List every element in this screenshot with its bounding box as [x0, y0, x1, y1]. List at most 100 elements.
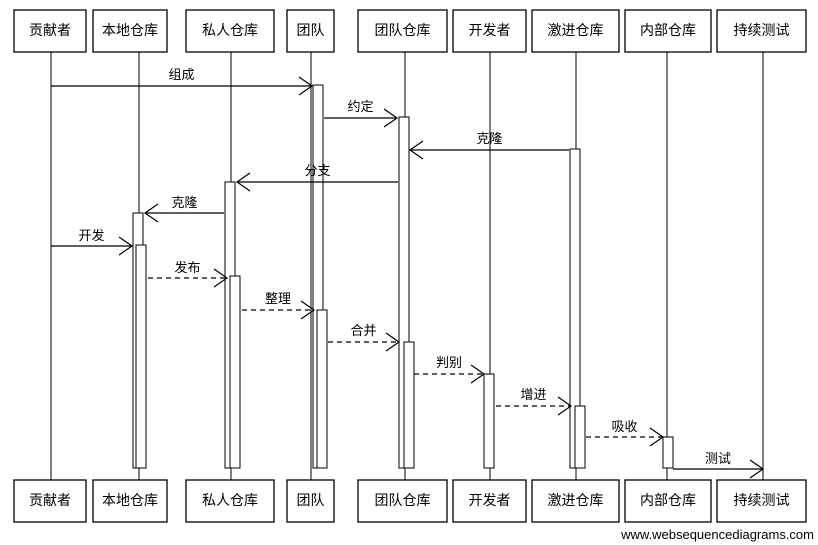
message-8: 整理 — [242, 292, 316, 320]
message-label: 克隆 — [171, 196, 197, 211]
participant-label: 团队仓库 — [375, 493, 431, 509]
arrow-head-icon — [118, 236, 134, 256]
participant-box — [716, 9, 807, 53]
message-label: 克隆 — [476, 132, 502, 147]
participant-label: 本地仓库 — [102, 493, 158, 509]
arrow-head-icon — [213, 268, 229, 288]
participant-box — [286, 479, 335, 523]
participant-box — [452, 479, 527, 523]
message-label: 合并 — [350, 324, 376, 339]
participant-label: 持续测试 — [734, 22, 790, 39]
activation-bar-developer — [483, 373, 495, 469]
message-4: 分支 — [235, 164, 398, 192]
participant-staging-bottom: 激进仓库 — [531, 479, 620, 523]
participant-label: 贡献者 — [29, 493, 71, 509]
arrow-head-icon — [298, 76, 314, 96]
participant-label: 私人仓库 — [202, 23, 258, 39]
arrow-head-icon — [408, 140, 424, 160]
arrow-head-icon — [235, 172, 251, 192]
participant-label: 贡献者 — [29, 23, 71, 39]
participant-private-top: 私人仓库 — [185, 9, 275, 53]
participant-box — [624, 9, 712, 53]
participant-label: 私人仓库 — [202, 493, 258, 509]
activation-bar-private — [229, 275, 241, 469]
participant-box — [13, 9, 87, 53]
participant-label: 开发者 — [469, 23, 511, 39]
arrow-head-icon — [143, 203, 159, 223]
participant-box — [452, 9, 527, 53]
message-label: 分支 — [304, 164, 330, 179]
arrow-head-icon — [470, 364, 486, 384]
participant-label: 本地仓库 — [102, 23, 158, 39]
arrow-head-icon — [385, 332, 401, 352]
participant-contributor-top: 贡献者 — [13, 9, 87, 53]
message-12: 吸收 — [586, 420, 665, 447]
participant-developer-bottom: 开发者 — [452, 479, 527, 523]
participant-label: 激进仓库 — [548, 22, 604, 39]
message-label: 判别 — [436, 356, 462, 371]
participant-staging-top: 激进仓库 — [531, 9, 620, 53]
message-label: 吸收 — [611, 420, 637, 435]
participant-box — [531, 9, 620, 53]
participant-ci-bottom: 持续测试 — [716, 479, 807, 523]
participant-team-top: 团队 — [286, 9, 335, 53]
participant-label: 持续测试 — [734, 492, 790, 509]
message-1: 组成 — [51, 68, 314, 96]
participant-label: 团队仓库 — [375, 23, 431, 39]
participant-label: 内部仓库 — [640, 493, 696, 509]
message-13: 测试 — [673, 452, 765, 479]
activation-bar-internal — [662, 436, 674, 469]
message-3: 克隆 — [408, 132, 569, 160]
participant-ci-top: 持续测试 — [716, 9, 807, 53]
message-label: 发布 — [174, 260, 200, 276]
message-6: 开发 — [51, 228, 134, 256]
watermark: www.websequencediagrams.com — [621, 527, 814, 542]
participant-box — [716, 479, 807, 523]
participant-label: 团队 — [297, 493, 325, 509]
message-label: 测试 — [705, 452, 731, 467]
participant-developer-top: 开发者 — [452, 9, 527, 53]
participant-label: 激进仓库 — [548, 492, 604, 509]
message-label: 组成 — [168, 68, 194, 83]
participant-box — [286, 9, 335, 53]
participant-private-bottom: 私人仓库 — [185, 479, 275, 523]
participant-local-top: 本地仓库 — [92, 9, 168, 53]
participant-label: 开发者 — [469, 493, 511, 509]
message-label: 开发 — [78, 228, 104, 244]
arrow-head-icon — [557, 396, 573, 416]
message-label: 整理 — [265, 292, 291, 307]
message-10: 判别 — [414, 356, 486, 384]
participant-team-bottom: 团队 — [286, 479, 335, 523]
arrow-head-icon — [749, 459, 765, 479]
participant-label: 内部仓库 — [640, 23, 696, 39]
arrow-head-icon — [649, 427, 665, 447]
participant-box — [531, 479, 620, 523]
participant-team_repo-top: 团队仓库 — [357, 9, 448, 53]
participant-internal-bottom: 内部仓库 — [624, 479, 712, 523]
participant-box — [13, 479, 87, 523]
message-label: 增进 — [520, 388, 546, 403]
participant-box — [624, 479, 712, 523]
activation-bar-team — [316, 309, 328, 469]
participant-contributor-bottom: 贡献者 — [13, 479, 87, 523]
message-7: 发布 — [148, 260, 229, 288]
arrow-head-icon — [300, 300, 316, 320]
arrow-head-icon — [383, 108, 399, 128]
activation-bar-staging — [574, 405, 586, 469]
participant-internal-top: 内部仓库 — [624, 9, 712, 53]
message-label: 约定 — [347, 100, 373, 115]
participant-box — [357, 479, 448, 523]
participant-label: 团队 — [297, 23, 325, 39]
message-9: 合并 — [328, 324, 401, 352]
activation-bar-team_repo — [403, 341, 415, 469]
participant-team_repo-bottom: 团队仓库 — [357, 479, 448, 523]
activation-bar-local — [135, 244, 147, 469]
participant-box — [185, 479, 275, 523]
message-2: 约定 — [324, 100, 399, 128]
message-11: 增进 — [496, 388, 573, 416]
participant-box — [92, 479, 168, 523]
message-5: 克隆 — [143, 196, 224, 223]
participant-local-bottom: 本地仓库 — [92, 479, 168, 523]
participant-box — [357, 9, 448, 53]
